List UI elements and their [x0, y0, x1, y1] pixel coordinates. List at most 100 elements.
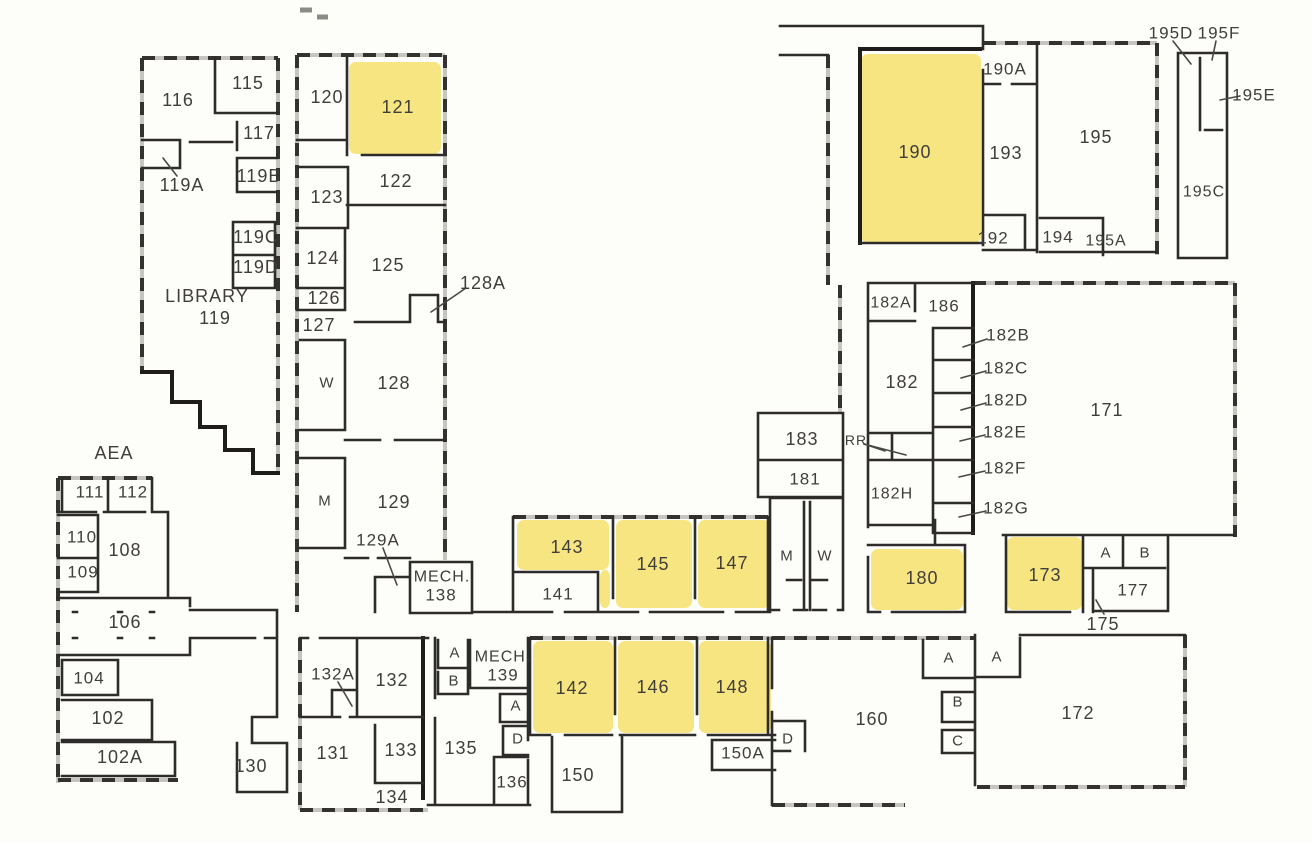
- highlight-room-143: [600, 570, 610, 608]
- room-label-d-54: D: [782, 731, 794, 748]
- room-label-127-16: 127: [302, 315, 335, 335]
- room-label-182h-79: 182H: [871, 486, 913, 503]
- room-label-141-58: 141: [542, 585, 573, 604]
- room-label-182e-83: 182E: [983, 423, 1027, 442]
- room-label-150a-53: 150A: [721, 744, 765, 763]
- leader-129A: [382, 547, 398, 586]
- scan-artifact-marks: [300, 7, 328, 20]
- leader-132A: [337, 681, 353, 707]
- leader-195F: [1211, 40, 1217, 61]
- room-label-143-55: 143: [550, 537, 583, 557]
- room-label-182a-76: 182A: [870, 295, 911, 312]
- room-label-d-47: D: [512, 731, 524, 748]
- room-label-131-38: 131: [316, 743, 349, 763]
- room-label-195a-93: 195A: [1085, 233, 1126, 250]
- room-label-145-56: 145: [636, 554, 669, 574]
- room-label-175-69: 175: [1086, 614, 1119, 634]
- room-label-b-45: B: [448, 673, 459, 690]
- room-label-182-78: 182: [885, 372, 918, 392]
- room-label-a-72: A: [991, 649, 1002, 666]
- room-label-182b-80: 182B: [986, 326, 1030, 345]
- room-label-132a-36: 132A: [311, 665, 355, 684]
- room-label-119a-3: 119A: [160, 175, 205, 195]
- room-label-102-33: 102: [91, 708, 124, 728]
- highlight-room-190: [861, 54, 981, 243]
- leader-128A: [430, 287, 467, 313]
- room-label-182c-81: 182C: [984, 359, 1029, 378]
- highlight-room-146: [618, 641, 694, 733]
- leader-195E: [1219, 95, 1241, 101]
- room-label-110-28: 110: [67, 528, 97, 547]
- room-label-195-90: 195: [1079, 127, 1112, 147]
- room-label-w-18: W: [319, 375, 334, 392]
- room-label-146-50: 146: [636, 677, 669, 697]
- highlight-layer: [349, 54, 1082, 733]
- room-label-121-10: 121: [381, 97, 414, 117]
- room-label-132-37: 132: [375, 670, 408, 690]
- leader-119A: [162, 157, 178, 177]
- room-label-125-14: 125: [371, 255, 404, 275]
- room-label-112-27: 112: [118, 483, 148, 502]
- room-label-195d-95: 195D: [1149, 24, 1194, 43]
- room-label-186-77: 186: [928, 297, 959, 316]
- room-label-122-11: 122: [379, 171, 412, 191]
- room-label-194-92: 194: [1042, 228, 1073, 247]
- highlight-room-147: [698, 520, 770, 608]
- leader-195D: [1172, 40, 1192, 65]
- highlight-room-145: [616, 520, 692, 608]
- room-label-138-24: 138: [425, 586, 456, 605]
- leader-line-layer: [162, 40, 1241, 707]
- room-label-rr-63: RR: [845, 432, 867, 448]
- room-label-136-48: 136: [496, 773, 527, 792]
- leader-RR-2: [863, 443, 907, 456]
- leader-182C: [960, 370, 987, 379]
- room-label-mech-43: MECH.: [475, 649, 532, 666]
- room-label-c-74: C: [952, 733, 964, 750]
- room-label-115-1: 115: [232, 73, 264, 93]
- room-label-135-41: 135: [444, 738, 477, 758]
- room-label-119-8: 119: [199, 308, 231, 328]
- highlight-room-180: [871, 549, 963, 610]
- leader-182B: [962, 338, 988, 348]
- room-label-119d-6: 119D: [233, 257, 279, 277]
- room-label-mech-23: MECH.: [414, 569, 471, 586]
- highlight-room-173: [1007, 537, 1082, 610]
- room-label-195f-96: 195F: [1198, 24, 1241, 43]
- room-label-190-87: 190: [898, 142, 931, 162]
- room-label-173-65: 173: [1028, 565, 1061, 585]
- room-label-m-59: M: [780, 548, 794, 565]
- room-label-120-9: 120: [310, 87, 343, 107]
- room-label-190a-88: 190A: [983, 60, 1027, 79]
- room-label-111-26: 111: [76, 483, 105, 502]
- room-label-124-13: 124: [306, 248, 339, 268]
- heavy-wall-layer: [140, 47, 982, 800]
- room-label-183-62: 183: [785, 429, 818, 449]
- room-label-181-61: 181: [789, 470, 820, 489]
- room-label-128a-17: 128A: [460, 273, 506, 293]
- room-label-172-75: 172: [1061, 703, 1094, 723]
- room-label-b-67: B: [1139, 545, 1150, 562]
- room-label-192-91: 192: [977, 229, 1008, 248]
- room-label-150-52: 150: [561, 765, 594, 785]
- room-label-148-51: 148: [715, 677, 748, 697]
- room-label-108-29: 108: [108, 540, 141, 560]
- room-label-106-31: 106: [108, 612, 141, 632]
- room-label-129-21: 129: [377, 492, 410, 512]
- room-label-133-39: 133: [384, 740, 417, 760]
- room-label-182f-84: 182F: [984, 459, 1027, 478]
- room-label-a-71: A: [943, 650, 954, 667]
- highlight-room-143: [517, 520, 609, 570]
- room-label-104-32: 104: [73, 669, 104, 688]
- room-label-171-86: 171: [1090, 400, 1123, 420]
- highlight-room-142: [533, 641, 613, 733]
- room-label-w-60: W: [817, 548, 832, 565]
- room-label-195c-94: 195C: [1183, 184, 1225, 201]
- room-label-129a-22: 129A: [356, 531, 400, 550]
- leader-182F: [958, 470, 986, 478]
- room-label-180-64: 180: [905, 568, 938, 588]
- leader-182E: [959, 434, 986, 442]
- highlight-room-148: [699, 641, 771, 733]
- room-label-139-44: 139: [487, 666, 518, 685]
